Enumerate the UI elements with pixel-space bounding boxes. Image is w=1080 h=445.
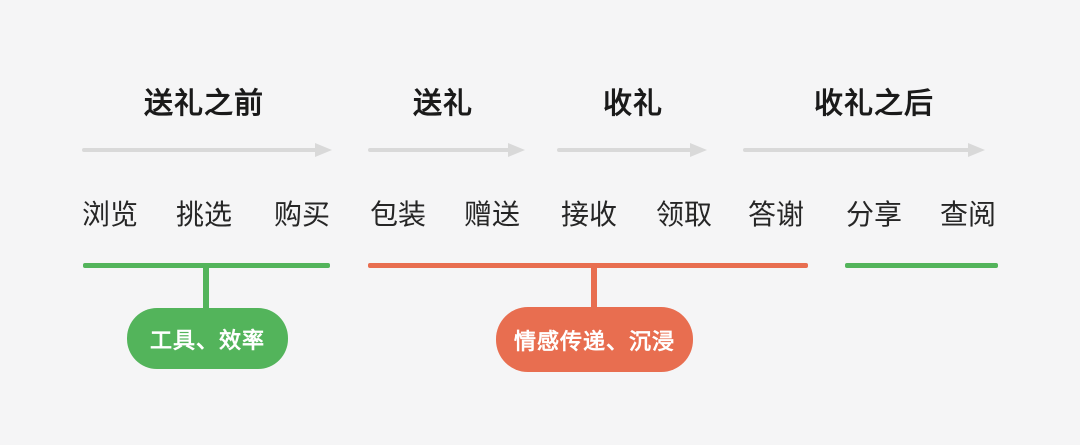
arrow-head-icon xyxy=(508,143,525,157)
badge-tools-efficiency: 工具、效率 xyxy=(127,308,288,369)
step-label-give: 赠送 xyxy=(463,199,521,230)
step-label-browse: 浏览 xyxy=(81,199,139,230)
step-label-select: 挑选 xyxy=(175,199,233,230)
step-label-purchase: 购买 xyxy=(273,199,331,230)
step-label-review: 查阅 xyxy=(939,199,997,230)
phase-arrow-before-gifting xyxy=(82,142,332,158)
stem-green xyxy=(203,265,209,310)
phase-arrow-gifting xyxy=(368,142,525,158)
step-label-thank: 答谢 xyxy=(747,199,805,230)
phase-arrow-receiving xyxy=(557,142,707,158)
arrow-shaft xyxy=(82,148,320,152)
step-label-accept: 接收 xyxy=(560,199,618,230)
phase-label-gifting: 送礼 xyxy=(412,88,474,120)
phase-arrow-after-receiving xyxy=(743,142,985,158)
arrow-head-icon xyxy=(315,143,332,157)
phase-label-after-receiving: 收礼之后 xyxy=(813,88,935,120)
underline-coral xyxy=(368,263,808,268)
arrow-head-icon xyxy=(968,143,985,157)
step-label-share: 分享 xyxy=(845,199,903,230)
arrow-shaft xyxy=(557,148,695,152)
step-label-claim: 领取 xyxy=(655,199,713,230)
arrow-shaft xyxy=(743,148,973,152)
stem-coral xyxy=(591,265,597,310)
phase-label-before-gifting: 送礼之前 xyxy=(143,88,265,120)
underline-green-right xyxy=(845,263,998,268)
arrow-head-icon xyxy=(690,143,707,157)
phase-label-receiving: 收礼 xyxy=(602,88,664,120)
arrow-shaft xyxy=(368,148,513,152)
step-label-wrap: 包装 xyxy=(369,199,427,230)
badge-emotion-immersion: 情感传递、沉浸 xyxy=(496,307,693,372)
